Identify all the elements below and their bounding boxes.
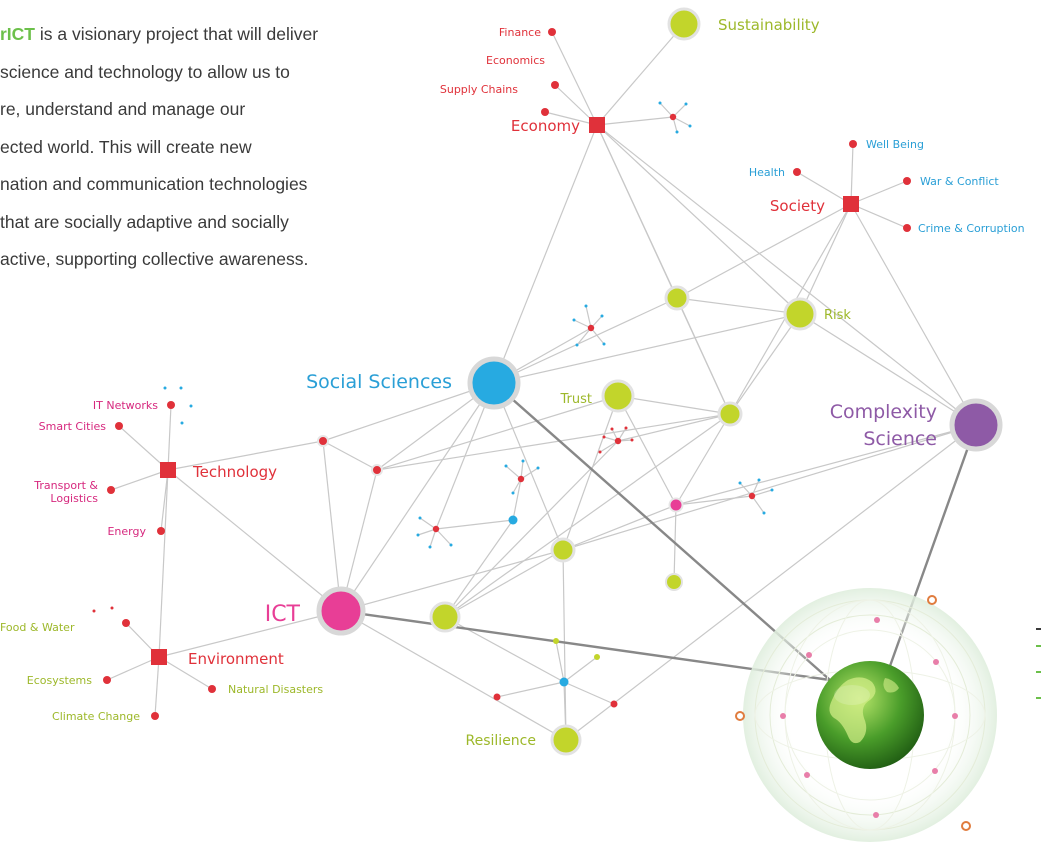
intro-line-4: ected world. This will create new	[0, 136, 252, 157]
label-sustainability: Sustainability	[718, 16, 820, 34]
label-trust: Trust	[560, 392, 592, 407]
label-risk: Risk	[824, 308, 851, 323]
label-economics: Economics	[486, 54, 545, 67]
label-war-conflict: War & Conflict	[920, 175, 999, 188]
node-labels: Sustainability Finance Economics Supply …	[0, 16, 1025, 749]
environment-hub-marker	[151, 649, 167, 665]
intro-text: rICT is a visionary project that will de…	[0, 16, 420, 279]
label-climate-change: Climate Change	[52, 710, 140, 723]
label-resilience: Resilience	[466, 733, 536, 749]
label-transport: Transport &	[33, 479, 98, 492]
intro-line-5: nation and communication technologies	[0, 174, 308, 194]
economy-hub-marker	[589, 117, 605, 133]
intro-line-3: re, understand and manage our	[0, 99, 246, 119]
brand-name: rICT	[0, 24, 35, 44]
technology-hub-marker	[160, 462, 176, 478]
intro-line-6: that are socially adaptive and socially	[0, 211, 289, 232]
legend-fragment	[1036, 628, 1041, 699]
label-finance: Finance	[499, 26, 541, 39]
label-complexity: Complexity	[830, 401, 937, 423]
label-ecosystems: Ecosystems	[27, 674, 92, 687]
intro-line-2: science and technology to allow us to	[0, 61, 290, 82]
label-food-water: Food & Water	[0, 621, 75, 634]
label-smart-cities: Smart Cities	[39, 420, 107, 433]
label-well-being: Well Being	[866, 138, 924, 151]
label-ict: ICT	[265, 602, 301, 627]
label-technology: Technology	[192, 463, 277, 481]
main-nodes	[103, 7, 1003, 756]
network-edges	[106, 23, 978, 741]
label-environment: Environment	[188, 650, 284, 668]
label-logistics: Logistics	[50, 492, 98, 505]
label-supply-chains: Supply Chains	[440, 83, 518, 96]
label-social-sciences: Social Sciences	[306, 371, 452, 393]
globe-icon	[816, 661, 924, 769]
label-society: Society	[770, 197, 825, 215]
label-health: Health	[749, 166, 785, 179]
label-economy: Economy	[511, 117, 580, 135]
label-energy: Energy	[107, 525, 146, 538]
label-science: Science	[863, 428, 937, 450]
intro-line-7: active, supporting collective awareness.	[0, 249, 309, 269]
label-it-networks: IT Networks	[93, 399, 158, 412]
cluster-dots	[92, 101, 774, 708]
label-natural-disasters: Natural Disasters	[228, 683, 323, 696]
society-hub-marker	[843, 196, 859, 212]
label-crime-corruption: Crime & Corruption	[918, 222, 1025, 235]
earth-globe	[735, 588, 997, 842]
intro-line-1: rICT is a visionary project that will de…	[0, 24, 319, 44]
